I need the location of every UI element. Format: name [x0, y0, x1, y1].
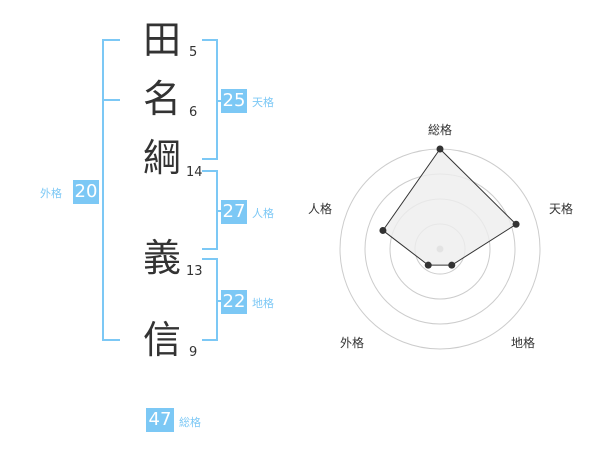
gaikaku-value: 20 — [73, 180, 99, 204]
name-char-4: 義 — [142, 236, 181, 280]
gaikaku-label: 外格 — [40, 187, 62, 200]
chikaku-value: 22 — [221, 290, 247, 314]
tenkaku-value: 25 — [221, 89, 247, 113]
radar-axis-label-jinkaku: 人格 — [308, 202, 333, 216]
stroke-count-3: 14 — [186, 165, 203, 180]
jinkaku-connector — [216, 210, 222, 212]
radar-axis-label-soukaku: 総格 — [428, 123, 453, 137]
stroke-count-5: 9 — [189, 345, 198, 360]
chikaku-label: 地格 — [252, 297, 274, 310]
chikaku-connector — [216, 300, 222, 302]
tenkaku-connector — [216, 100, 222, 102]
radar-axis-label-chikaku: 地格 — [511, 336, 536, 350]
radar-point-1 — [436, 145, 444, 153]
gaikaku-bracket — [102, 39, 122, 341]
tenkaku-bracket — [202, 39, 218, 160]
radar-axis-label-gaikaku: 外格 — [340, 336, 365, 350]
stroke-count-1: 5 — [189, 45, 198, 60]
radar-point-4 — [424, 261, 432, 269]
name-char-5: 信 — [142, 318, 181, 362]
name-char-3: 綱 — [142, 136, 181, 180]
stroke-count-2: 6 — [189, 105, 198, 120]
soukaku-label: 総格 — [179, 416, 201, 429]
tenkaku-label: 天格 — [252, 96, 274, 109]
soukaku-value: 47 — [146, 408, 174, 432]
radar-point-3 — [448, 261, 456, 269]
radar-series-polygon — [382, 148, 517, 266]
jinkaku-label: 人格 — [252, 207, 274, 220]
radar-point-2 — [512, 220, 520, 228]
name-char-1: 田 — [142, 18, 181, 62]
jinkaku-value: 27 — [221, 200, 247, 224]
name-char-2: 名 — [142, 77, 181, 121]
radar-axis-label-tenkaku: 天格 — [549, 202, 574, 216]
chikaku-bracket — [202, 258, 218, 341]
radar-point-5 — [379, 226, 387, 234]
stroke-count-4: 13 — [186, 264, 203, 279]
